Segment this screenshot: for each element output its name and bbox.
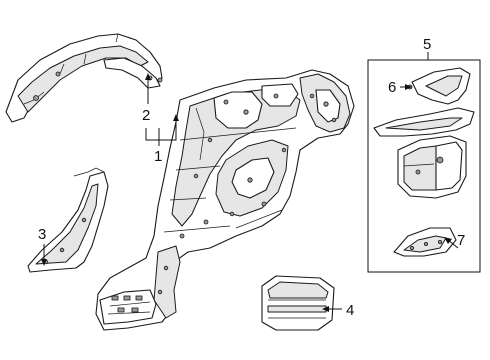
gusset-part bbox=[393, 227, 457, 257]
bracket-part bbox=[407, 67, 471, 105]
wheelhouse-arch-part bbox=[5, 33, 163, 123]
callout-4: 4 bbox=[346, 302, 354, 319]
patch-panel-part bbox=[261, 275, 335, 331]
pillar-reinforcement-part bbox=[27, 167, 109, 273]
leader-lines bbox=[41, 52, 459, 312]
callout-3: 3 bbox=[38, 226, 46, 243]
extension-assembly-part bbox=[373, 107, 475, 199]
callout-6: 6 bbox=[388, 79, 396, 96]
assembly-group-box bbox=[367, 59, 481, 273]
callout-2: 2 bbox=[142, 107, 150, 124]
callout-7: 7 bbox=[457, 232, 465, 249]
inner-quarter-panel-part bbox=[95, 69, 355, 331]
callout-5: 5 bbox=[423, 36, 431, 53]
callout-1: 1 bbox=[154, 148, 162, 165]
